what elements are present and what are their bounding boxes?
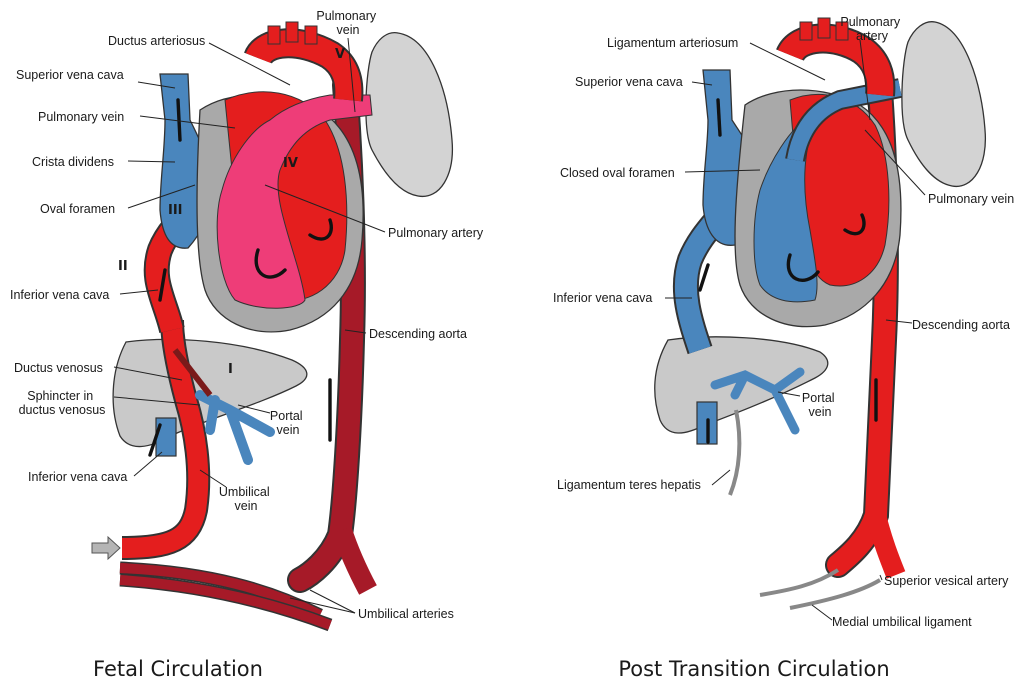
fetal-marker-III: III <box>168 203 183 218</box>
post-label-superior-vesical-artery: Superior vesical artery <box>884 574 1009 588</box>
post-lung <box>902 22 985 187</box>
fetal-lung <box>366 33 452 197</box>
fetal-label-oval-foramen: Oval foramen <box>40 202 115 216</box>
fetal-label-ductus-arteriosus: Ductus arteriosus <box>108 34 205 48</box>
fetal-label-ductus-venosus: Ductus venosus <box>14 361 103 375</box>
post-label-medial-umbilical-ligament: Medial umbilical ligament <box>832 615 972 629</box>
fetal-label-sphincter: Sphincter in ductus venosus <box>19 389 106 417</box>
post-label-ligamentum-arteriosum: Ligamentum arteriosum <box>607 36 738 50</box>
post-medial-umbilical-ligament <box>760 570 838 595</box>
post-label-portal-vein: Portal vein <box>802 391 838 419</box>
post-ligamentum-teres <box>730 410 739 495</box>
fetal-circulation-diagram: V IV III II I Pulmonary vein Ductus arte… <box>10 9 484 681</box>
post-label-closed-oval-foramen: Closed oval foramen <box>560 166 675 180</box>
fetal-inflow-arrow <box>92 537 120 559</box>
fetal-label-inferior-vena-cava-lower: Inferior vena cava <box>28 470 127 484</box>
post-label-ligamentum-teres: Ligamentum teres hepatis <box>557 478 701 492</box>
fetal-label-umbilical-arteries: Umbilical arteries <box>358 607 454 621</box>
post-label-pulmonary-vein: Pulmonary vein <box>928 192 1014 206</box>
post-label-descending-aorta: Descending aorta <box>912 318 1010 332</box>
fetal-label-pulmonary-vein-top: Pulmonary vein <box>316 9 379 37</box>
post-caption: Post Transition Circulation <box>618 657 889 681</box>
fetal-label-inferior-vena-cava-upper: Inferior vena cava <box>10 288 109 302</box>
fetal-marker-IV: IV <box>283 156 298 171</box>
fetal-caption: Fetal Circulation <box>93 657 263 681</box>
fetal-label-pulmonary-artery: Pulmonary artery <box>388 226 484 240</box>
fetal-label-superior-vena-cava: Superior vena cava <box>16 68 124 82</box>
post-transition-diagram: Pulmonary artery Ligamentum arteriosum S… <box>553 15 1014 681</box>
fetal-marker-V: V <box>335 47 345 62</box>
fetal-marker-II: II <box>118 259 128 274</box>
fetal-label-crista-dividens: Crista dividens <box>32 155 114 169</box>
post-label-superior-vena-cava: Superior vena cava <box>575 75 683 89</box>
post-label-inferior-vena-cava: Inferior vena cava <box>553 291 652 305</box>
fetal-marker-I: I <box>228 362 233 377</box>
fetal-label-umbilical-vein: Umbilical vein <box>219 485 273 513</box>
fetal-label-pulmonary-vein: Pulmonary vein <box>38 110 124 124</box>
fetal-label-portal-vein: Portal vein <box>270 409 306 437</box>
fetal-label-descending-aorta: Descending aorta <box>369 327 467 341</box>
